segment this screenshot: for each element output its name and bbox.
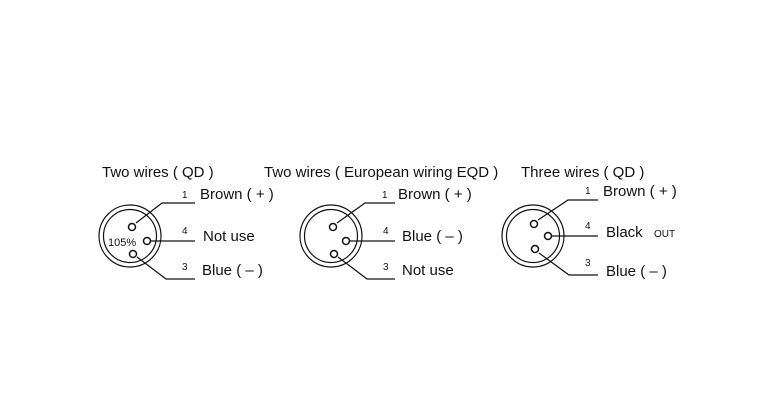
pin-number: 3 — [585, 258, 591, 269]
pin-4 — [341, 236, 351, 246]
pin-1 — [529, 219, 539, 229]
center-label: 105% — [108, 237, 136, 249]
pin-label: Blue ( – ) — [202, 262, 263, 279]
pin-number: 1 — [382, 190, 388, 201]
diagram-title: Two wires ( QD ) — [102, 164, 214, 181]
pin-label: Brown ( + ) — [200, 186, 274, 203]
pin-4 — [142, 236, 152, 246]
connector-outer-ring — [299, 204, 363, 268]
pin-3-leader-line — [337, 256, 395, 280]
pin-number: 4 — [585, 221, 591, 232]
connector-diagram-qd-three-wire: Three wires ( QD ) 1 4 3 Brown ( + ) Bla… — [501, 164, 677, 280]
pin-number: 4 — [182, 226, 188, 237]
pin-label: Brown ( + ) — [603, 183, 677, 200]
pin-number: 1 — [182, 190, 188, 201]
pin-1-leader-line — [336, 202, 395, 224]
diagram-title: Three wires ( QD ) — [521, 164, 644, 181]
connector-inner-ring — [303, 208, 359, 264]
pin-number: 4 — [383, 226, 389, 237]
pin-3 — [128, 249, 138, 259]
pin-label: Black — [606, 224, 643, 241]
pin-label: Brown ( + ) — [398, 186, 472, 203]
connector-diagram-qd-two-wire: Two wires ( QD ) 105% 1 4 3 Brown ( + ) … — [98, 164, 274, 280]
diagram-title: Two wires ( European wiring EQD ) — [264, 164, 498, 181]
connector-inner-ring — [102, 208, 158, 264]
pin-label: Not use — [402, 262, 454, 279]
pin-label: Blue ( – ) — [606, 263, 667, 280]
pin-1-leader-line — [537, 199, 598, 221]
pin-number: 3 — [182, 262, 188, 273]
pin-label: Not use — [203, 228, 255, 245]
pin-3-leader-line — [136, 256, 195, 280]
pin-1-leader-line — [135, 202, 195, 224]
pin-3-leader-line — [538, 252, 598, 276]
connector-outer-ring — [98, 204, 162, 268]
pin-label: Blue ( – ) — [402, 228, 463, 245]
pin-3 — [530, 244, 540, 254]
pin-1 — [127, 222, 137, 232]
pin-number: 1 — [585, 186, 591, 197]
pin-4 — [543, 231, 553, 241]
connector-diagram-eqd-two-wire: Two wires ( European wiring EQD ) 1 4 3 … — [264, 164, 498, 280]
pin-1 — [328, 222, 338, 232]
output-label: OUT — [654, 229, 675, 240]
pin-3 — [329, 249, 339, 259]
pin-number: 3 — [383, 262, 389, 273]
